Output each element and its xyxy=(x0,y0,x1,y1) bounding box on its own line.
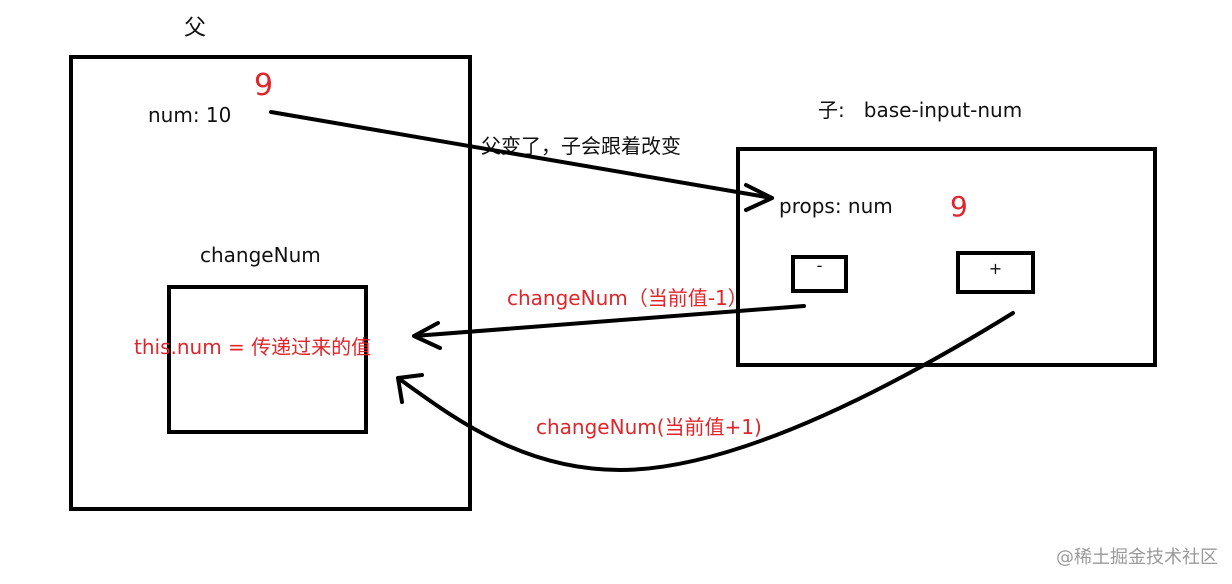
arrow-parent-to-child xyxy=(269,110,774,200)
change-num-method-box xyxy=(167,285,368,434)
arrow-plus-to-parent xyxy=(396,311,1015,472)
child-component-box xyxy=(736,147,1157,367)
child-props-new-value: 9 xyxy=(950,190,968,223)
parent-num-new-value: 9 xyxy=(254,68,274,103)
minus-button-label: - xyxy=(816,256,823,275)
arrow-minus-to-parent xyxy=(412,304,806,338)
minus-event-label: changeNum（当前值-1） xyxy=(507,286,748,310)
child-props-label: props: num xyxy=(779,194,893,218)
plus-button[interactable]: + xyxy=(956,251,1035,294)
parent-num-label: num: 10 xyxy=(148,103,232,127)
parent-method-label: changeNum xyxy=(200,243,321,267)
assign-statement: this.num = 传递过来的值 xyxy=(134,335,372,359)
watermark: @稀土掘金技术社区 xyxy=(1056,547,1218,568)
minus-button[interactable]: - xyxy=(791,255,848,293)
arrow-plus-to-parent-head xyxy=(396,373,424,404)
plus-button-label: + xyxy=(988,259,1003,278)
parent-component-box xyxy=(69,55,472,511)
child-title: 子: base-input-num xyxy=(818,98,1023,122)
parent-title: 父 xyxy=(184,16,207,41)
arrow-parent-to-child-head xyxy=(744,183,774,212)
arrow-minus-to-parent-head xyxy=(412,321,442,350)
plus-event-label: changeNum(当前值+1) xyxy=(536,415,762,439)
